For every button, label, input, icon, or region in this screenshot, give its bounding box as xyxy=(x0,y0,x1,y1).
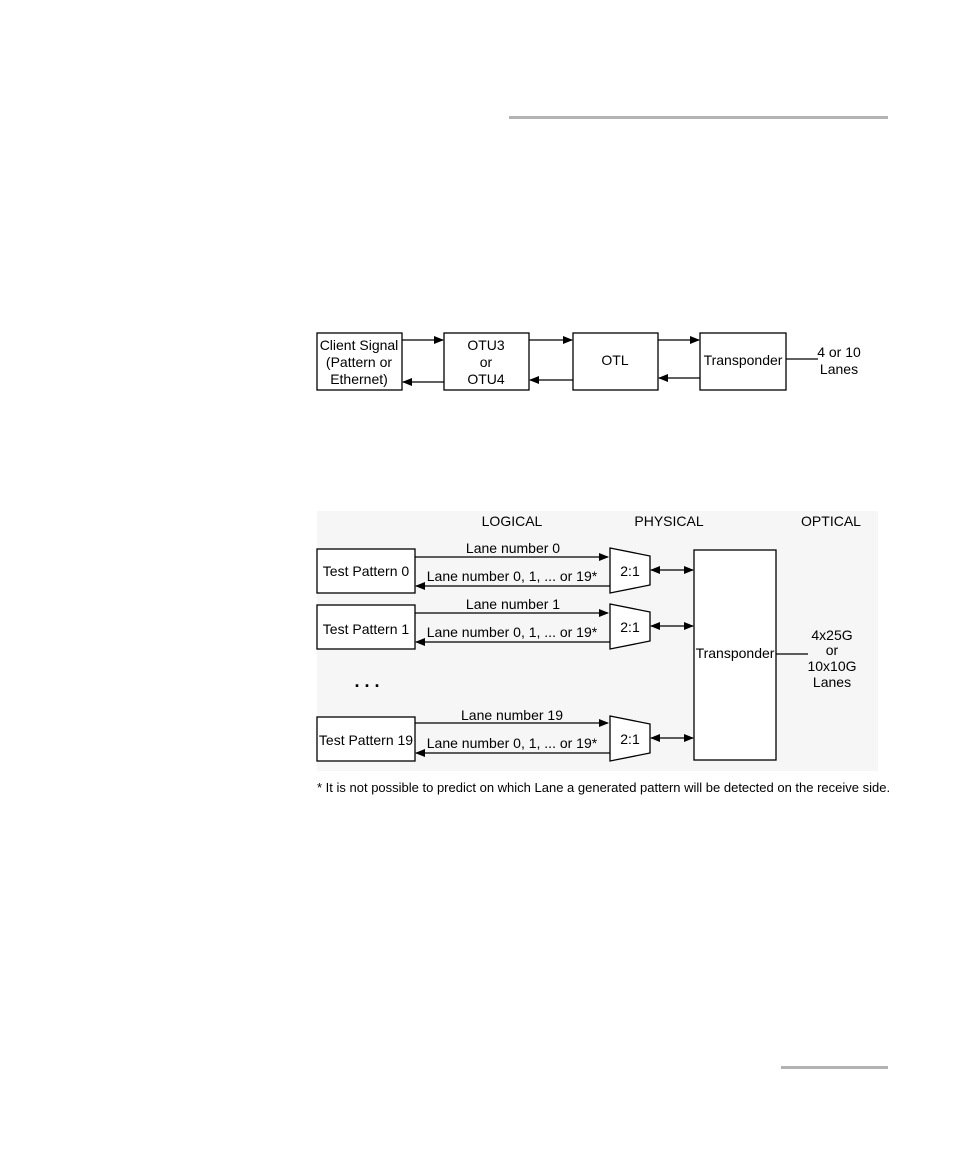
client-signal-line1: Client Signal xyxy=(320,337,399,353)
test-pattern-box xyxy=(316,548,416,594)
otu-line3: OTU4 xyxy=(467,371,505,387)
client-signal-line2: (Pattern or xyxy=(326,354,392,370)
lane-tx-label: Lane number 1 xyxy=(466,596,560,612)
optical-lanes-line2: or xyxy=(826,642,839,658)
otu-line2: or xyxy=(480,354,493,370)
diagram-footnote: * It is not possible to predict on which… xyxy=(317,780,891,795)
transponder-box xyxy=(693,549,777,761)
test-pattern-box xyxy=(316,716,416,762)
lane-row-19 xyxy=(316,715,694,762)
otu-box xyxy=(443,332,530,391)
mux-label: 2:1 xyxy=(620,731,640,747)
mux-trapezoid xyxy=(609,547,651,594)
otl-box xyxy=(572,332,659,391)
otu-line1: OTU3 xyxy=(467,337,505,353)
test-pattern-box xyxy=(316,604,416,650)
client-signal-line3: Ethernet) xyxy=(330,371,388,387)
test-pattern-label: Test Pattern 1 xyxy=(323,621,410,637)
lane-rx-label: Lane number 0, 1, ... or 19* xyxy=(427,735,598,751)
mux-label: 2:1 xyxy=(620,563,640,579)
signal-chain-labels: Client Signal (Pattern or Ethernet) OTU3… xyxy=(320,337,861,387)
transponder-label: Transponder xyxy=(696,645,775,661)
mux-trapezoid xyxy=(609,715,651,762)
mux-label: 2:1 xyxy=(620,619,640,635)
lane-tx-label: Lane number 0 xyxy=(466,540,560,556)
optical-lanes-line4: Lanes xyxy=(813,674,851,690)
lane-tx-label: Lane number 19 xyxy=(461,707,563,723)
header-rule xyxy=(509,116,888,119)
optical-lanes-line1: 4x25G xyxy=(811,627,852,643)
transponder-label-top: Transponder xyxy=(704,352,783,368)
footer-rule xyxy=(781,1066,888,1069)
header-physical: PHYSICAL xyxy=(634,513,703,529)
optical-lanes-label: 4x25G or 10x10G Lanes xyxy=(807,627,856,690)
signal-chain-diagram xyxy=(316,332,818,391)
optical-lanes-line3: 10x10G xyxy=(807,658,856,674)
lane-rx-label: Lane number 0, 1, ... or 19* xyxy=(427,624,598,640)
header-logical: LOGICAL xyxy=(482,513,543,529)
lanes-line2: Lanes xyxy=(820,361,858,377)
mux-trapezoid xyxy=(609,603,651,650)
lane-diagram-headers: LOGICAL PHYSICAL OPTICAL xyxy=(482,513,862,529)
rows-ellipsis: . . . xyxy=(354,671,379,691)
header-optical: OPTICAL xyxy=(801,513,861,529)
test-pattern-label: Test Pattern 19 xyxy=(319,732,413,748)
test-pattern-label: Test Pattern 0 xyxy=(323,563,410,579)
lanes-line1: 4 or 10 xyxy=(817,344,861,360)
otl-label: OTL xyxy=(601,352,628,368)
client-signal-box xyxy=(316,332,403,391)
lane-rx-label: Lane number 0, 1, ... or 19* xyxy=(427,568,598,584)
lane-row-1 xyxy=(316,603,694,650)
transponder-box-top xyxy=(699,332,787,391)
lane-row-0 xyxy=(316,547,694,594)
